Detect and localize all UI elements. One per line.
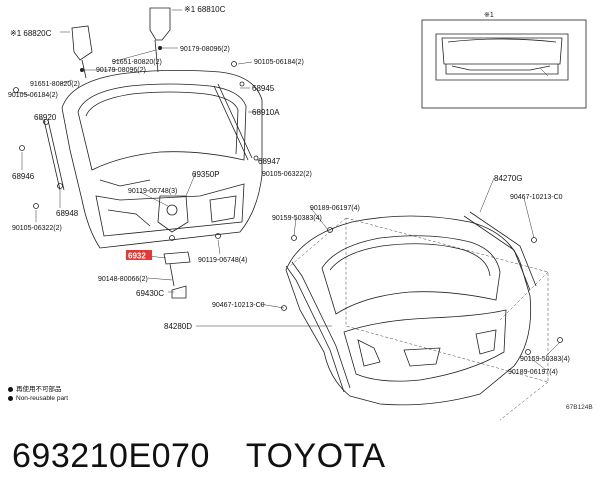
highlight-box bbox=[126, 250, 152, 260]
label-90189-a: 90189-06197(4) bbox=[310, 205, 360, 212]
label-90179-b: 90179-08096(2) bbox=[96, 67, 146, 74]
part-labels: ※1 68810C ※1 68820C 91651-80820(2) 90179… bbox=[8, 5, 570, 376]
bullet-icon bbox=[8, 395, 13, 401]
legend: 再使用不可部品 Non-reusable part bbox=[8, 385, 68, 403]
label-90189-b: 90189-06197(4) bbox=[508, 369, 558, 376]
legend-row-en: Non-reusable part bbox=[8, 394, 68, 403]
leader-lines bbox=[17, 9, 561, 371]
label-68946: 68946 bbox=[12, 172, 35, 181]
label-69350P: 69350P bbox=[192, 170, 220, 179]
label-90105-b: 90105-06184(2) bbox=[8, 92, 58, 99]
label-90105-d: 90105-06322(2) bbox=[12, 225, 62, 232]
inset-detail: ※1 bbox=[421, 12, 587, 109]
label-68920: 68920 bbox=[34, 113, 57, 122]
label-90179-a: 90179-08096(2) bbox=[180, 46, 230, 53]
label-84270G: 84270G bbox=[494, 174, 522, 183]
label-90105-c: 90105-06322(2) bbox=[262, 171, 312, 178]
label-68945: 68945 bbox=[252, 84, 275, 93]
label-90159-a: 90159-50383(4) bbox=[272, 215, 322, 222]
label-90119-b: 90119-06748(4) bbox=[198, 257, 247, 264]
label-91651-a: 91651-80820(2) bbox=[112, 59, 162, 66]
label-84280D: 84280D bbox=[164, 322, 192, 331]
back-door-upper bbox=[13, 7, 263, 299]
label-90467-b: 90467-10213-C0 bbox=[212, 302, 265, 309]
label-90119-a: 90119-06748(3) bbox=[128, 188, 177, 195]
label-68947: 68947 bbox=[258, 157, 281, 166]
brand-name: TOYOTA bbox=[245, 436, 386, 475]
drawing-code: 67B124B bbox=[566, 404, 593, 411]
bullet-icon bbox=[8, 386, 13, 392]
caption: 693210E070 TOYOTA bbox=[12, 432, 386, 480]
label-91651-b: 91651-80820(2) bbox=[30, 81, 80, 88]
back-door-lower bbox=[281, 211, 563, 421]
label-68948: 68948 bbox=[56, 209, 79, 218]
legend-text-en: Non-reusable part bbox=[16, 395, 69, 402]
label-6932-highlighted: 6932 bbox=[128, 252, 146, 261]
label-68910A: 68910A bbox=[252, 108, 280, 117]
inset-mark: ※1 bbox=[484, 12, 494, 19]
part-number: 693210E070 bbox=[12, 436, 210, 475]
label-68810C: ※1 68810C bbox=[184, 5, 226, 14]
label-90105-a: 90105-06184(2) bbox=[254, 59, 304, 66]
label-68820C: ※1 68820C bbox=[10, 29, 52, 38]
parts-diagram: ※1 bbox=[8, 5, 587, 421]
label-90467-a: 90467-10213-C0 bbox=[510, 194, 563, 201]
label-69430C: 69430C bbox=[136, 289, 164, 298]
legend-row-jp: 再使用不可部品 bbox=[8, 385, 68, 394]
label-90148: 90148-80066(2) bbox=[98, 276, 148, 283]
label-90159-b: 90159-50383(4) bbox=[520, 356, 570, 363]
legend-text-jp: 再使用不可部品 bbox=[16, 386, 62, 393]
